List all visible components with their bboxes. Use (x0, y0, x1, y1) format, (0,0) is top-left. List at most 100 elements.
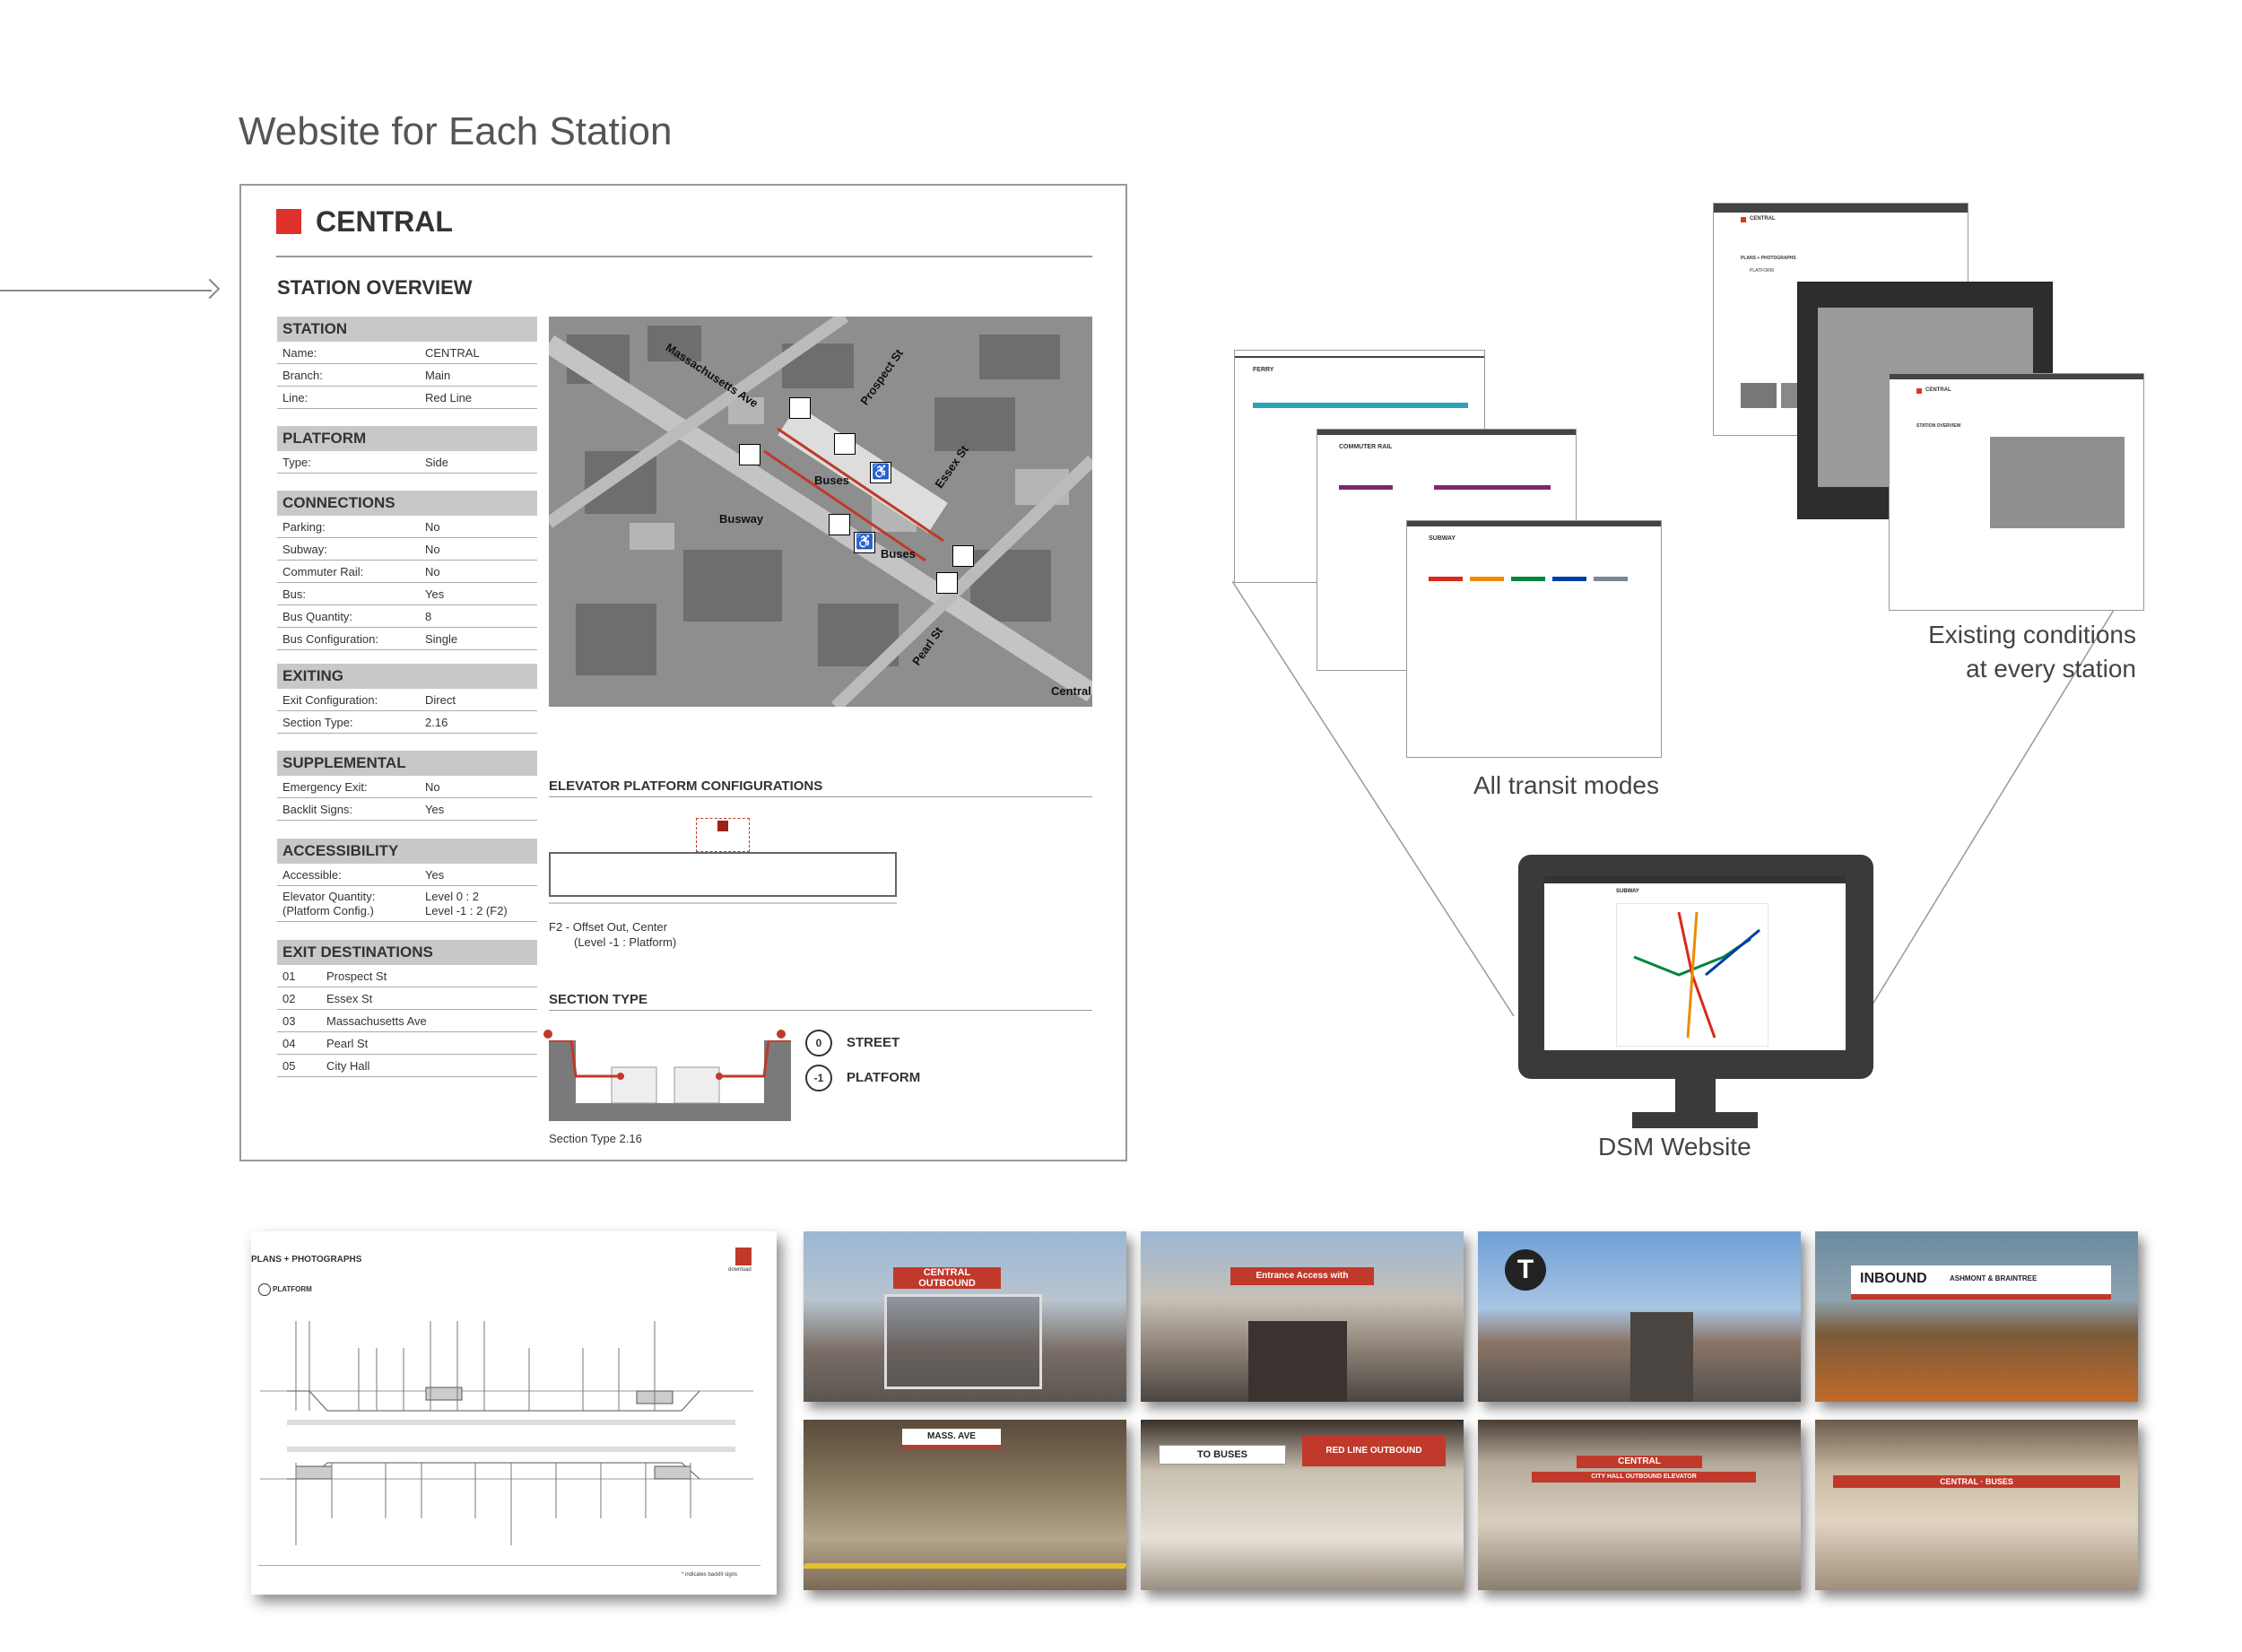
row-value: Yes (425, 868, 445, 882)
row-key: Line: (282, 391, 308, 404)
screen-title: SUBWAY (1429, 535, 1456, 542)
red-line-square-icon (1741, 217, 1746, 222)
mode-color-bar (1511, 577, 1545, 581)
photo-t-sign: T (1478, 1231, 1801, 1402)
platform-outline (549, 852, 897, 897)
elevator-square-icon (717, 821, 728, 831)
row-key: Bus Quantity: (282, 610, 353, 623)
screen-topbar (1317, 430, 1576, 435)
table-row: Subway: No (277, 538, 537, 561)
entry-dot (777, 1030, 786, 1039)
screen-topbar (1890, 374, 2143, 379)
row-value: No (425, 520, 440, 534)
photo-sign-text: OUTBOUND (918, 1278, 976, 1289)
station-name: CENTRAL (316, 205, 453, 238)
row-value: 2.16 (425, 716, 448, 729)
photo-central-wall: CENTRAL CITY HALL OUTBOUND ELEVATOR (1478, 1420, 1801, 1590)
level-label: STREET (847, 1035, 900, 1050)
platform-plan: PLANS + PHOTOGRAPHS download PLATFORM * … (251, 1231, 777, 1595)
section-diagram (549, 1039, 791, 1121)
row-value: No (425, 780, 440, 794)
row-key: Parking: (282, 520, 326, 534)
screen-topbar (1407, 521, 1661, 526)
platform-edge-stripe (804, 1563, 1126, 1569)
row-key: 03 (282, 1014, 296, 1028)
row-key: Backlit Signs: (282, 803, 353, 816)
caption-existing-conditions: Existing conditions (1928, 621, 2136, 648)
screen-title: SUBWAY (1616, 889, 1639, 894)
photo-sign: INBOUND ASHMONT & BRAINTREE (1851, 1265, 2111, 1300)
row-value: Yes (425, 587, 445, 601)
screen-topbar (1544, 876, 1846, 883)
row-value: Prospect St (326, 969, 387, 983)
overview-title: STATION OVERVIEW (277, 276, 473, 299)
row-key: Name: (282, 346, 317, 360)
stairs-icon (789, 397, 811, 419)
plan-level: PLATFORM (273, 1285, 312, 1293)
caption-existing-conditions: at every station (1966, 655, 2136, 683)
photo-sign: CENTRAL · BUSES (1833, 1475, 2120, 1488)
station-aerial-map: Massachusetts Ave Prospect St Essex St B… (549, 317, 1092, 707)
row-value: Red Line (425, 391, 473, 404)
section-diagram-graphic (549, 1039, 791, 1104)
mode-color-bar (1594, 577, 1628, 581)
row-value: No (425, 543, 440, 556)
level-badge-icon (258, 1283, 271, 1296)
row-value-line: Level 0 : 2 (425, 890, 479, 903)
photo-sign: TO BUSES (1159, 1445, 1286, 1465)
divider (549, 1010, 1092, 1011)
section-header-supplemental: SUPPLEMENTAL (277, 751, 537, 776)
section-header-platform: PLATFORM (277, 426, 537, 451)
pdf-icon (735, 1248, 752, 1265)
photo-sign-text: CENTRAL (923, 1267, 971, 1278)
plan-title: PLANS + PHOTOGRAPHS (251, 1255, 362, 1265)
platform-edge (549, 902, 897, 904)
screen-topbar (1714, 204, 1968, 213)
aerial-map-graphic (549, 317, 1092, 707)
red-line-square-icon (1916, 388, 1922, 394)
row-value: Essex St (326, 992, 373, 1005)
stairs-icon (952, 545, 974, 567)
row-key-line: (Platform Config.) (282, 904, 374, 917)
section-header-exit-destinations: EXIT DESTINATIONS (277, 940, 537, 965)
section-header-accessibility: ACCESSIBILITY (277, 839, 537, 864)
mode-color-bar (1429, 577, 1463, 581)
table-row: Type:Side (277, 451, 537, 474)
table-row: Bus Quantity:8 (277, 605, 537, 628)
download-link[interactable]: download (728, 1267, 752, 1273)
photo-sign-text: ASHMONT & BRAINTREE (1950, 1274, 2038, 1282)
section-header-station: STATION (277, 317, 537, 342)
row-key: Commuter Rail: (282, 565, 364, 578)
mode-color-bar (1339, 485, 1393, 490)
row-value: Direct (425, 693, 456, 707)
mode-color-bar (1434, 485, 1551, 490)
row-key: Subway: (282, 543, 327, 556)
screen-title: CENTRAL (1750, 216, 1776, 222)
elevator-caption: (Level -1 : Platform) (574, 935, 677, 949)
stairs-icon (834, 433, 856, 455)
photo-sign: MASS. AVE (902, 1429, 1001, 1448)
divider (258, 1565, 760, 1566)
subway-screen: SUBWAY (1406, 520, 1662, 758)
row-key: Emergency Exit: (282, 780, 368, 794)
photo-inbound-sign: INBOUND ASHMONT & BRAINTREE (1815, 1231, 2138, 1402)
row-key: Section Type: (282, 716, 353, 729)
photo-mass-ave-platform: MASS. AVE (804, 1420, 1126, 1590)
row-value: Main (425, 369, 451, 382)
divider (276, 256, 1092, 257)
photo-sign-text: CENTRAL (1940, 1477, 1978, 1486)
photo-thumb (1741, 383, 1777, 408)
red-line-square-icon (276, 209, 301, 234)
plan-footnote: * indicates backlit signs (682, 1572, 738, 1578)
arrow-line (0, 290, 212, 291)
row-value: Pearl St (326, 1037, 369, 1050)
photo-sign: CENTRAL (1577, 1456, 1702, 1468)
section-type-title: SECTION TYPE (549, 992, 648, 1007)
